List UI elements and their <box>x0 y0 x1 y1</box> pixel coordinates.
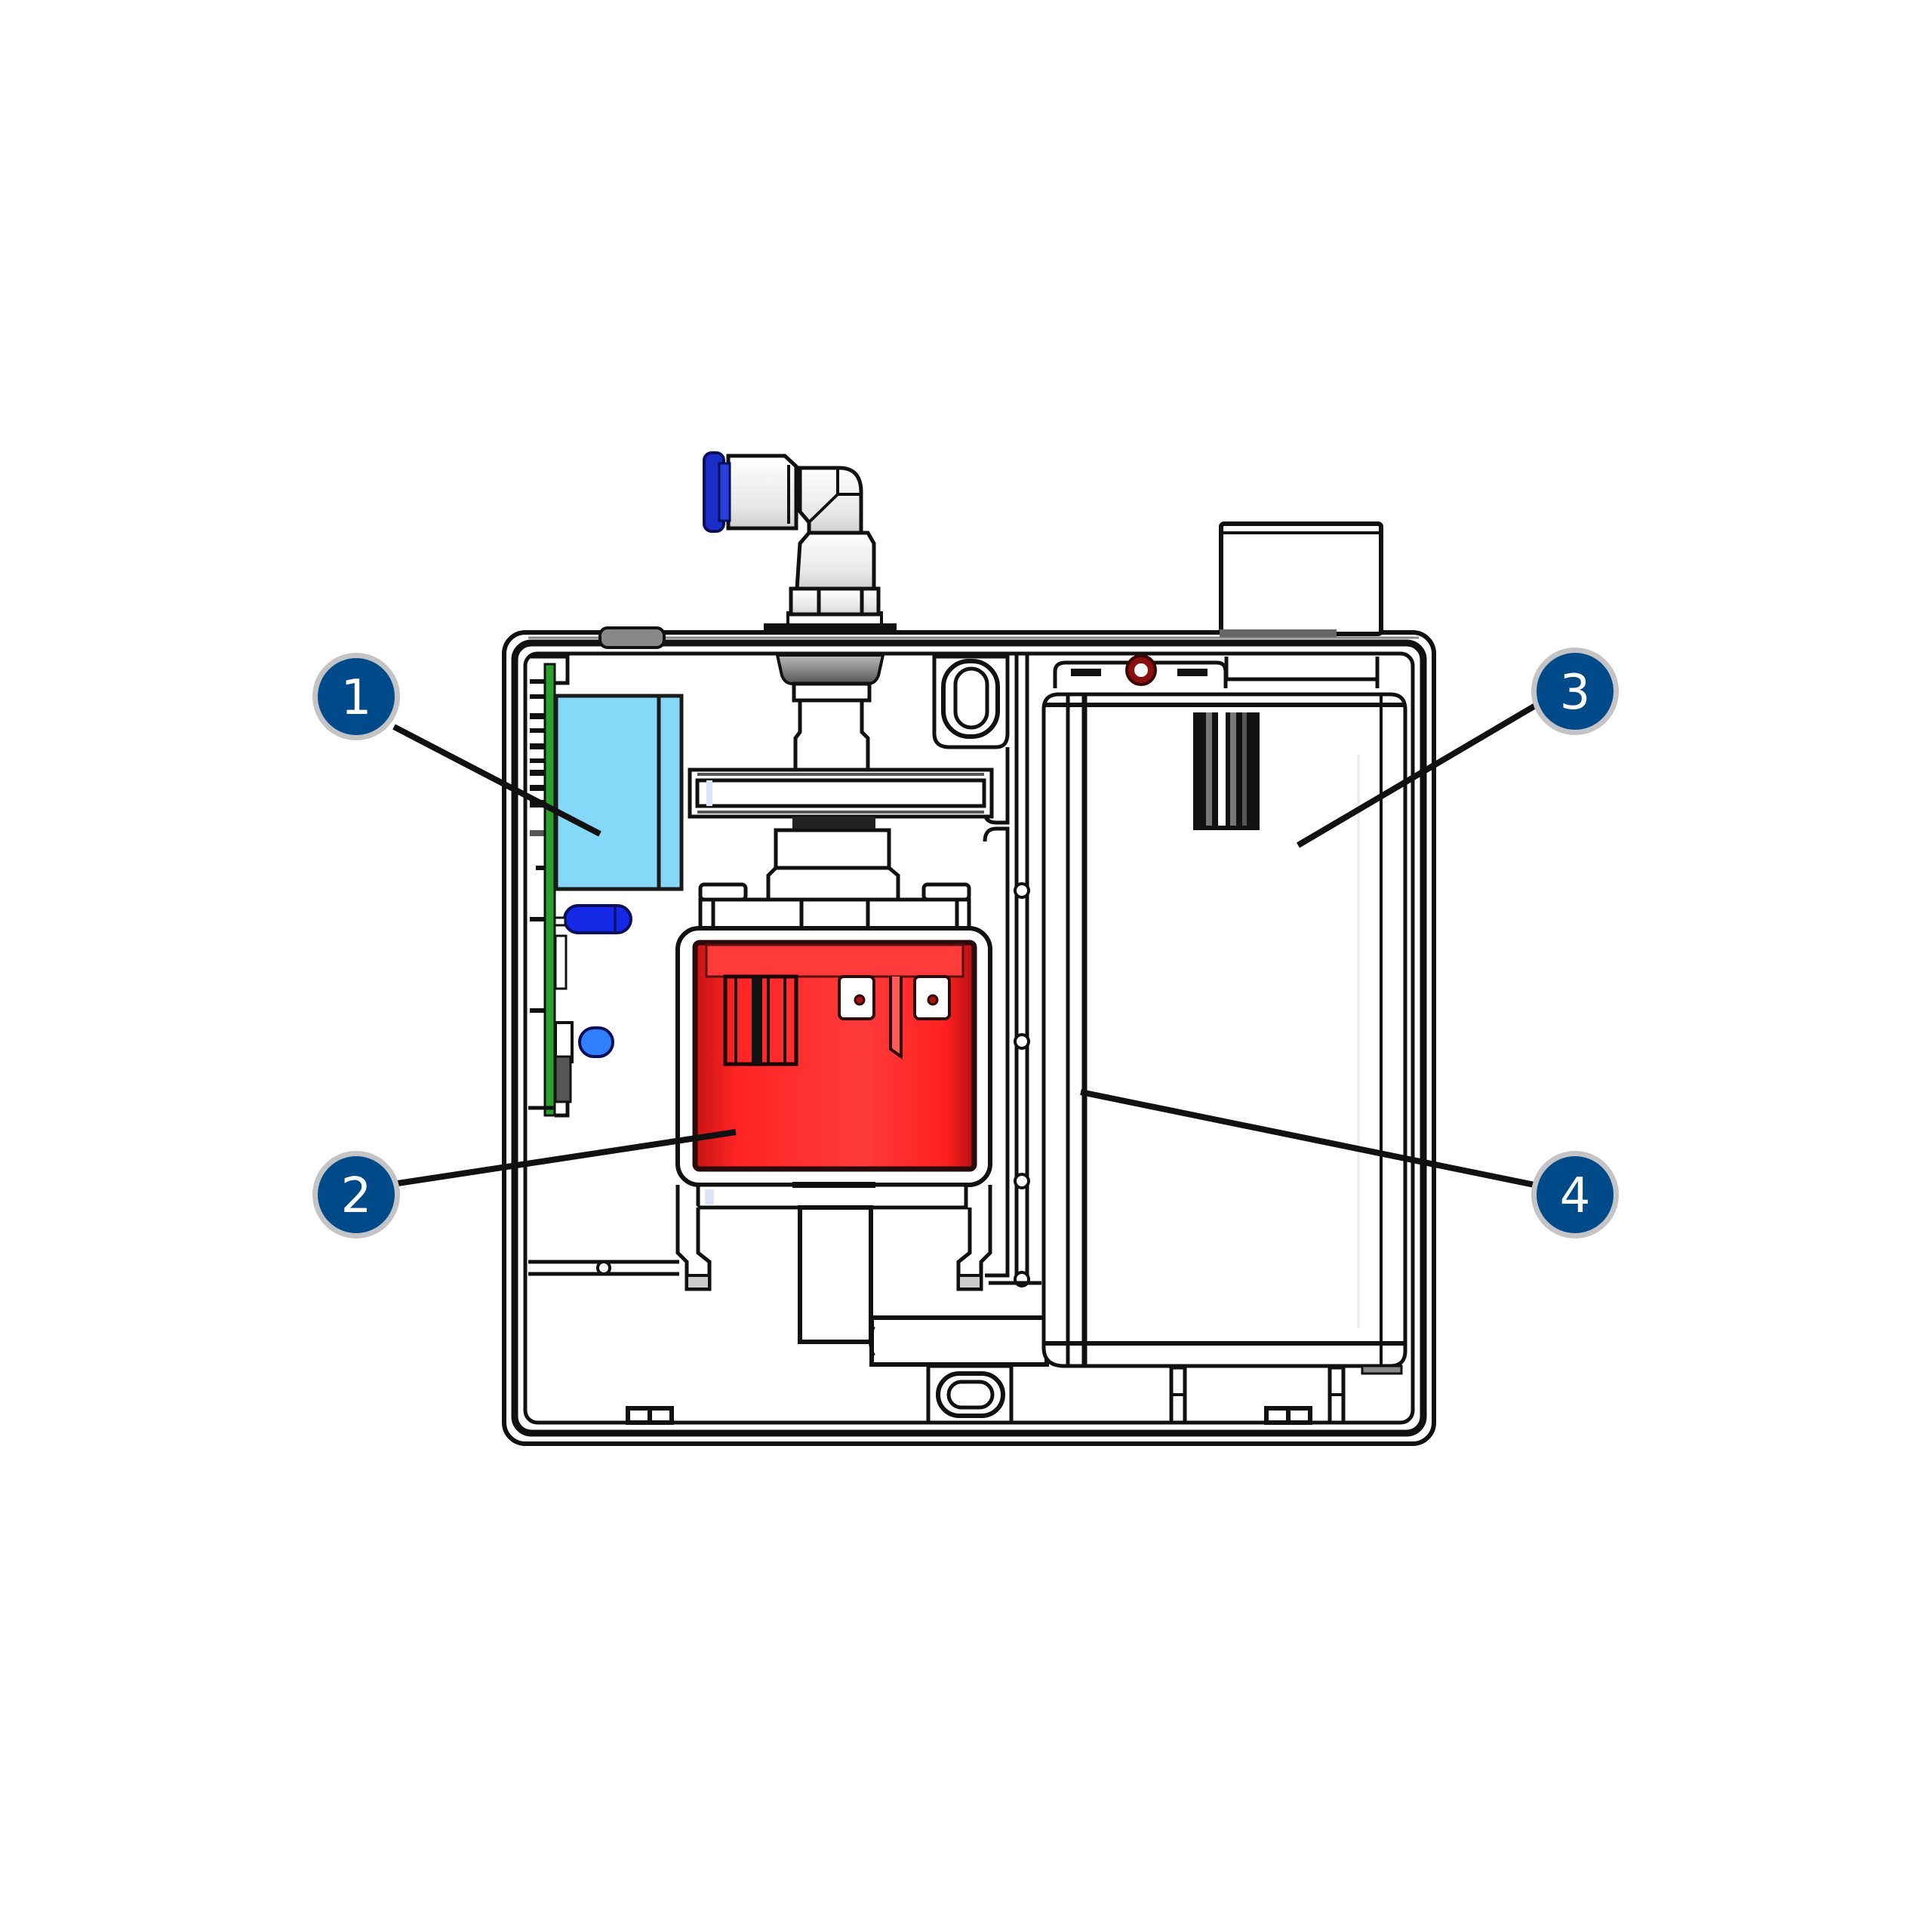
pump-clamp-bar <box>688 768 994 819</box>
pump-terminal-right <box>913 975 951 1020</box>
fitting-nut <box>789 586 881 617</box>
callout-badge-4: 4 <box>1531 1151 1619 1238</box>
pump-terminal-left <box>838 975 875 1020</box>
pump-ribs <box>723 974 798 1066</box>
bottom-mounting-slot <box>926 1364 1014 1425</box>
pump-legs <box>675 1185 992 1291</box>
callout-number-4: 4 <box>1560 1168 1591 1224</box>
top-clip-left <box>598 626 666 649</box>
callout-badge-2: 2 <box>312 1151 400 1238</box>
leader-line-3 <box>1296 702 1539 848</box>
callout-badge-3: 3 <box>1531 648 1619 735</box>
bottom-tab-left <box>626 1406 674 1425</box>
floor-rail <box>528 1260 1041 1285</box>
callout-number-3: 3 <box>1560 665 1591 721</box>
callout-badge-1: 1 <box>312 653 400 740</box>
top-mounting-slot <box>932 654 1010 749</box>
led-blue <box>578 1026 614 1058</box>
elbow-fitting <box>703 451 897 685</box>
leader-line-2 <box>397 1129 737 1186</box>
control-module <box>554 694 684 891</box>
leader-line-1 <box>392 724 601 837</box>
leader-lines <box>392 702 1539 1188</box>
pump-outlet <box>798 1205 873 1344</box>
pump-top-band <box>705 943 964 978</box>
callout-number-2: 2 <box>341 1168 372 1224</box>
pump-red-body <box>692 940 977 1172</box>
tank-filler-cap <box>1219 521 1383 636</box>
pcb-pins <box>530 679 551 1013</box>
housing-middle-wall <box>511 639 1427 1437</box>
reservoir-tank <box>1041 521 1407 1425</box>
fitting-grommet <box>775 654 885 685</box>
float-sensor <box>1193 712 1260 830</box>
tank-body <box>1041 692 1407 1368</box>
bottom-tab-right <box>1264 1406 1312 1425</box>
control-board <box>528 654 684 1118</box>
pcb-green-strip <box>543 663 556 1117</box>
pump-outlet-pipe <box>869 1315 1049 1367</box>
leader-line-4 <box>1080 1089 1535 1188</box>
capacitor-blue <box>563 904 632 934</box>
callout-number-1: 1 <box>341 670 372 726</box>
pump <box>675 926 1049 1367</box>
